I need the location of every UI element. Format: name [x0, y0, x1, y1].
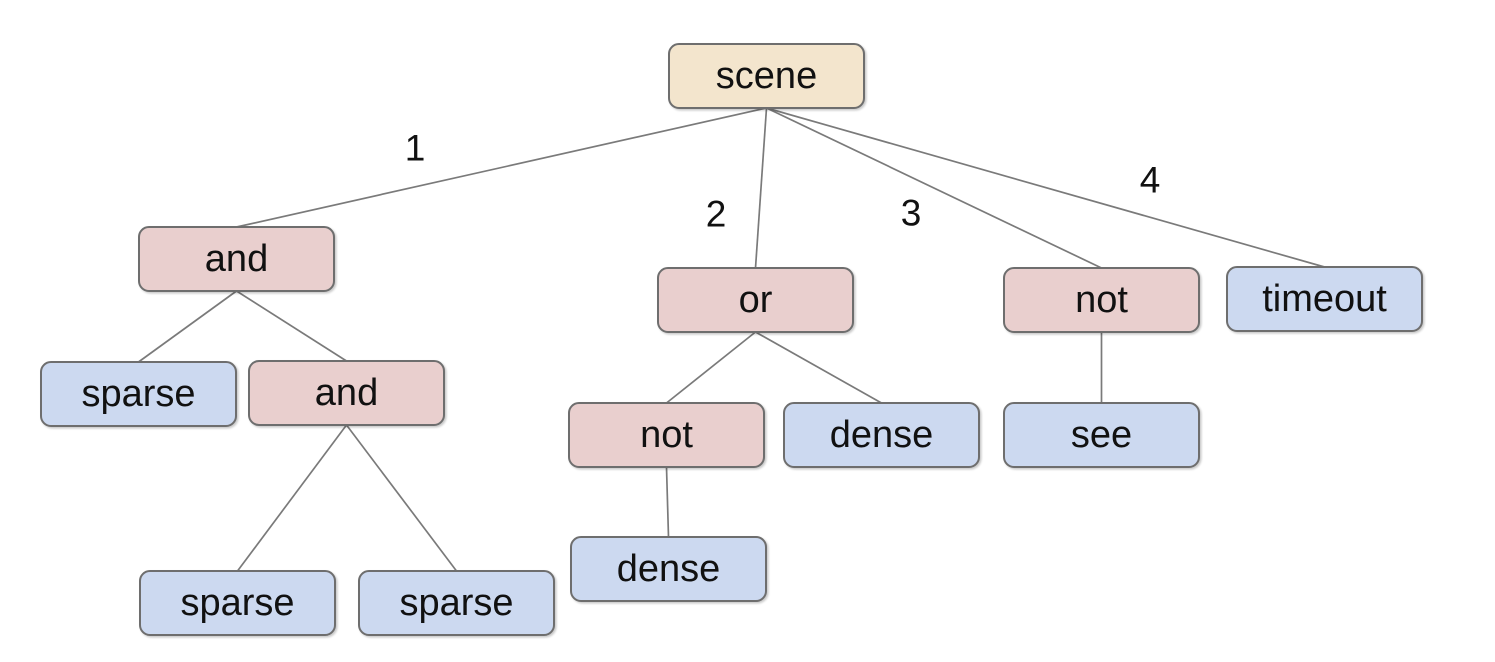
node-and-1: and — [138, 226, 335, 292]
node-scene: scene — [668, 43, 865, 109]
node-timeout-1: timeout — [1226, 266, 1423, 332]
node-sparse-2: sparse — [139, 570, 336, 636]
node-not-1: not — [1003, 267, 1200, 333]
edge-not-2-to-dense-2 — [665, 466, 670, 538]
edge-and-1-to-sparse-1 — [138, 290, 237, 363]
edge-label-1: 1 — [404, 127, 426, 169]
edge-or-1-to-dense-1 — [755, 331, 882, 404]
node-dense-1: dense — [783, 402, 980, 468]
edge-scene-to-or-1 — [754, 107, 768, 269]
edge-or-1-to-not-2 — [665, 331, 757, 404]
edge-and-2-to-sparse-3 — [345, 424, 458, 572]
edge-and-1-to-and-2 — [236, 290, 347, 362]
edge-label-3: 3 — [900, 192, 922, 234]
edge-label-2: 2 — [705, 193, 727, 235]
node-sparse-3: sparse — [358, 570, 555, 636]
node-or-1: or — [657, 267, 854, 333]
node-not-2: not — [568, 402, 765, 468]
node-dense-2: dense — [570, 536, 767, 602]
node-sparse-1: sparse — [40, 361, 237, 427]
edge-scene-to-timeout-1 — [766, 107, 1325, 268]
node-and-2: and — [248, 360, 445, 426]
node-see-1: see — [1003, 402, 1200, 468]
edge-label-4: 4 — [1139, 159, 1161, 201]
edge-scene-to-and-1 — [236, 107, 767, 228]
edge-and-2-to-sparse-2 — [236, 424, 348, 572]
edge-scene-to-not-1 — [766, 107, 1102, 269]
